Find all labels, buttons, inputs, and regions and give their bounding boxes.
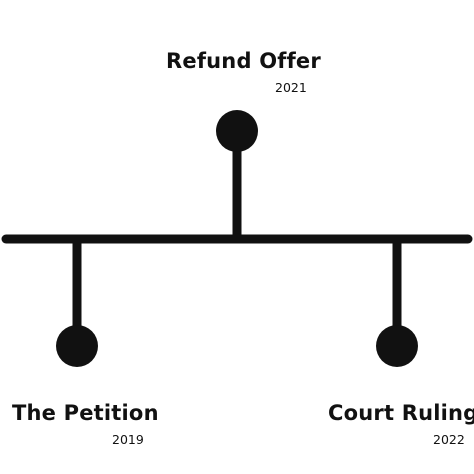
event-title-court-ruling: Court Ruling (328, 401, 474, 425)
marker-refund-offer (216, 110, 258, 152)
event-title-refund-offer: Refund Offer (166, 49, 321, 73)
event-year-refund-offer: 2021 (275, 80, 307, 95)
event-year-the-petition: 2019 (112, 432, 144, 447)
event-year-court-ruling: 2022 (433, 432, 465, 447)
marker-the-petition (56, 325, 98, 367)
event-title-the-petition: The Petition (12, 401, 159, 425)
marker-court-ruling (376, 325, 418, 367)
